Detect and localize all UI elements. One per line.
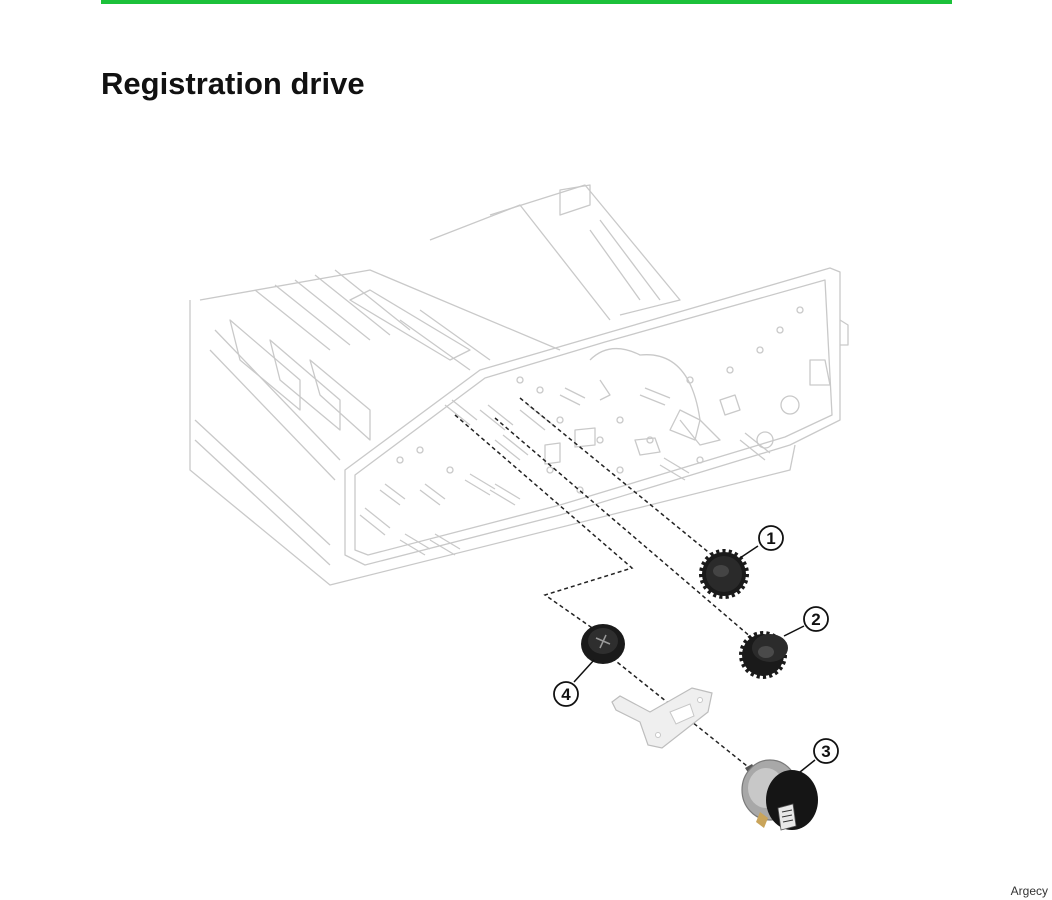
callout-3: 3 — [813, 738, 839, 764]
alignment-leaders — [454, 397, 753, 771]
callout-2: 2 — [803, 606, 829, 632]
top-accent-rule — [101, 0, 952, 4]
watermark: Argecy — [1010, 884, 1048, 898]
page-title: Registration drive — [101, 66, 365, 101]
pulley-part-4 — [581, 624, 625, 664]
motor-part-3 — [741, 759, 818, 831]
gear-part-2 — [739, 631, 788, 679]
printer-frame — [189, 184, 849, 586]
gear-part-1 — [699, 549, 749, 599]
callout-3-number: 3 — [821, 742, 830, 761]
callout-4-number: 4 — [561, 685, 571, 704]
callout-4: 4 — [553, 681, 579, 707]
motor-bracket — [611, 687, 713, 749]
callout-1: 1 — [758, 525, 784, 551]
callout-leaders — [573, 545, 816, 773]
callout-1-number: 1 — [766, 529, 775, 548]
callout-2-number: 2 — [811, 610, 820, 629]
